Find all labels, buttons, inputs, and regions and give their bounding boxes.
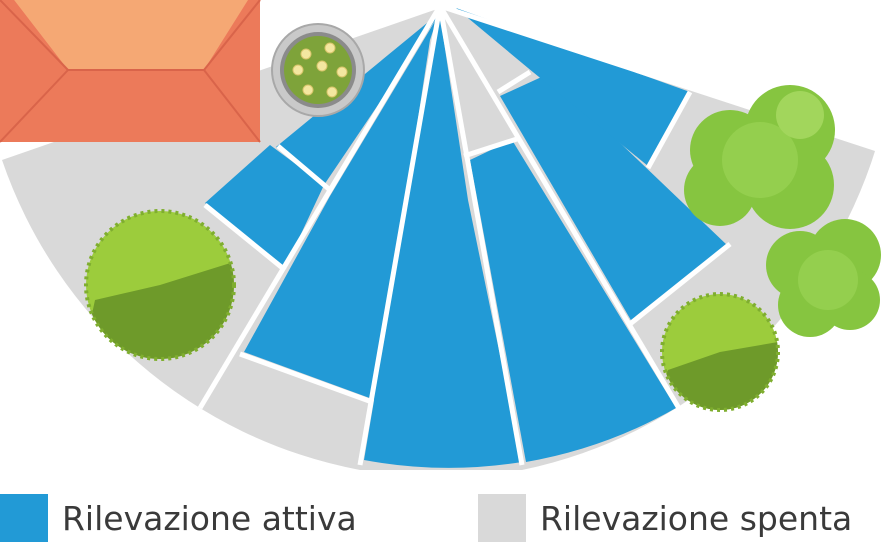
legend-item-active: Rilevazione attiva [0,494,357,542]
active-zones [205,8,728,468]
house-roof-icon [0,0,261,143]
zone-active-7 [456,8,690,166]
legend-label-off: Rilevazione spenta [540,498,853,538]
zone-active-1 [276,14,438,185]
zone-active-5 [470,140,676,462]
legend-item-off: Rilevazione spenta [478,494,852,542]
zone-active-6 [500,74,728,322]
zone-active-2 [205,145,324,268]
legend-swatch-off [478,494,526,542]
bush-icon [766,219,881,337]
legend-label-active: Rilevazione attiva [62,498,357,538]
zone-separators [39,3,881,466]
zone-active-4 [364,16,522,468]
tree-icon [84,209,236,361]
bush-icon [684,85,835,229]
legend-swatch-active [0,494,48,542]
flower-pot-icon [271,23,365,117]
